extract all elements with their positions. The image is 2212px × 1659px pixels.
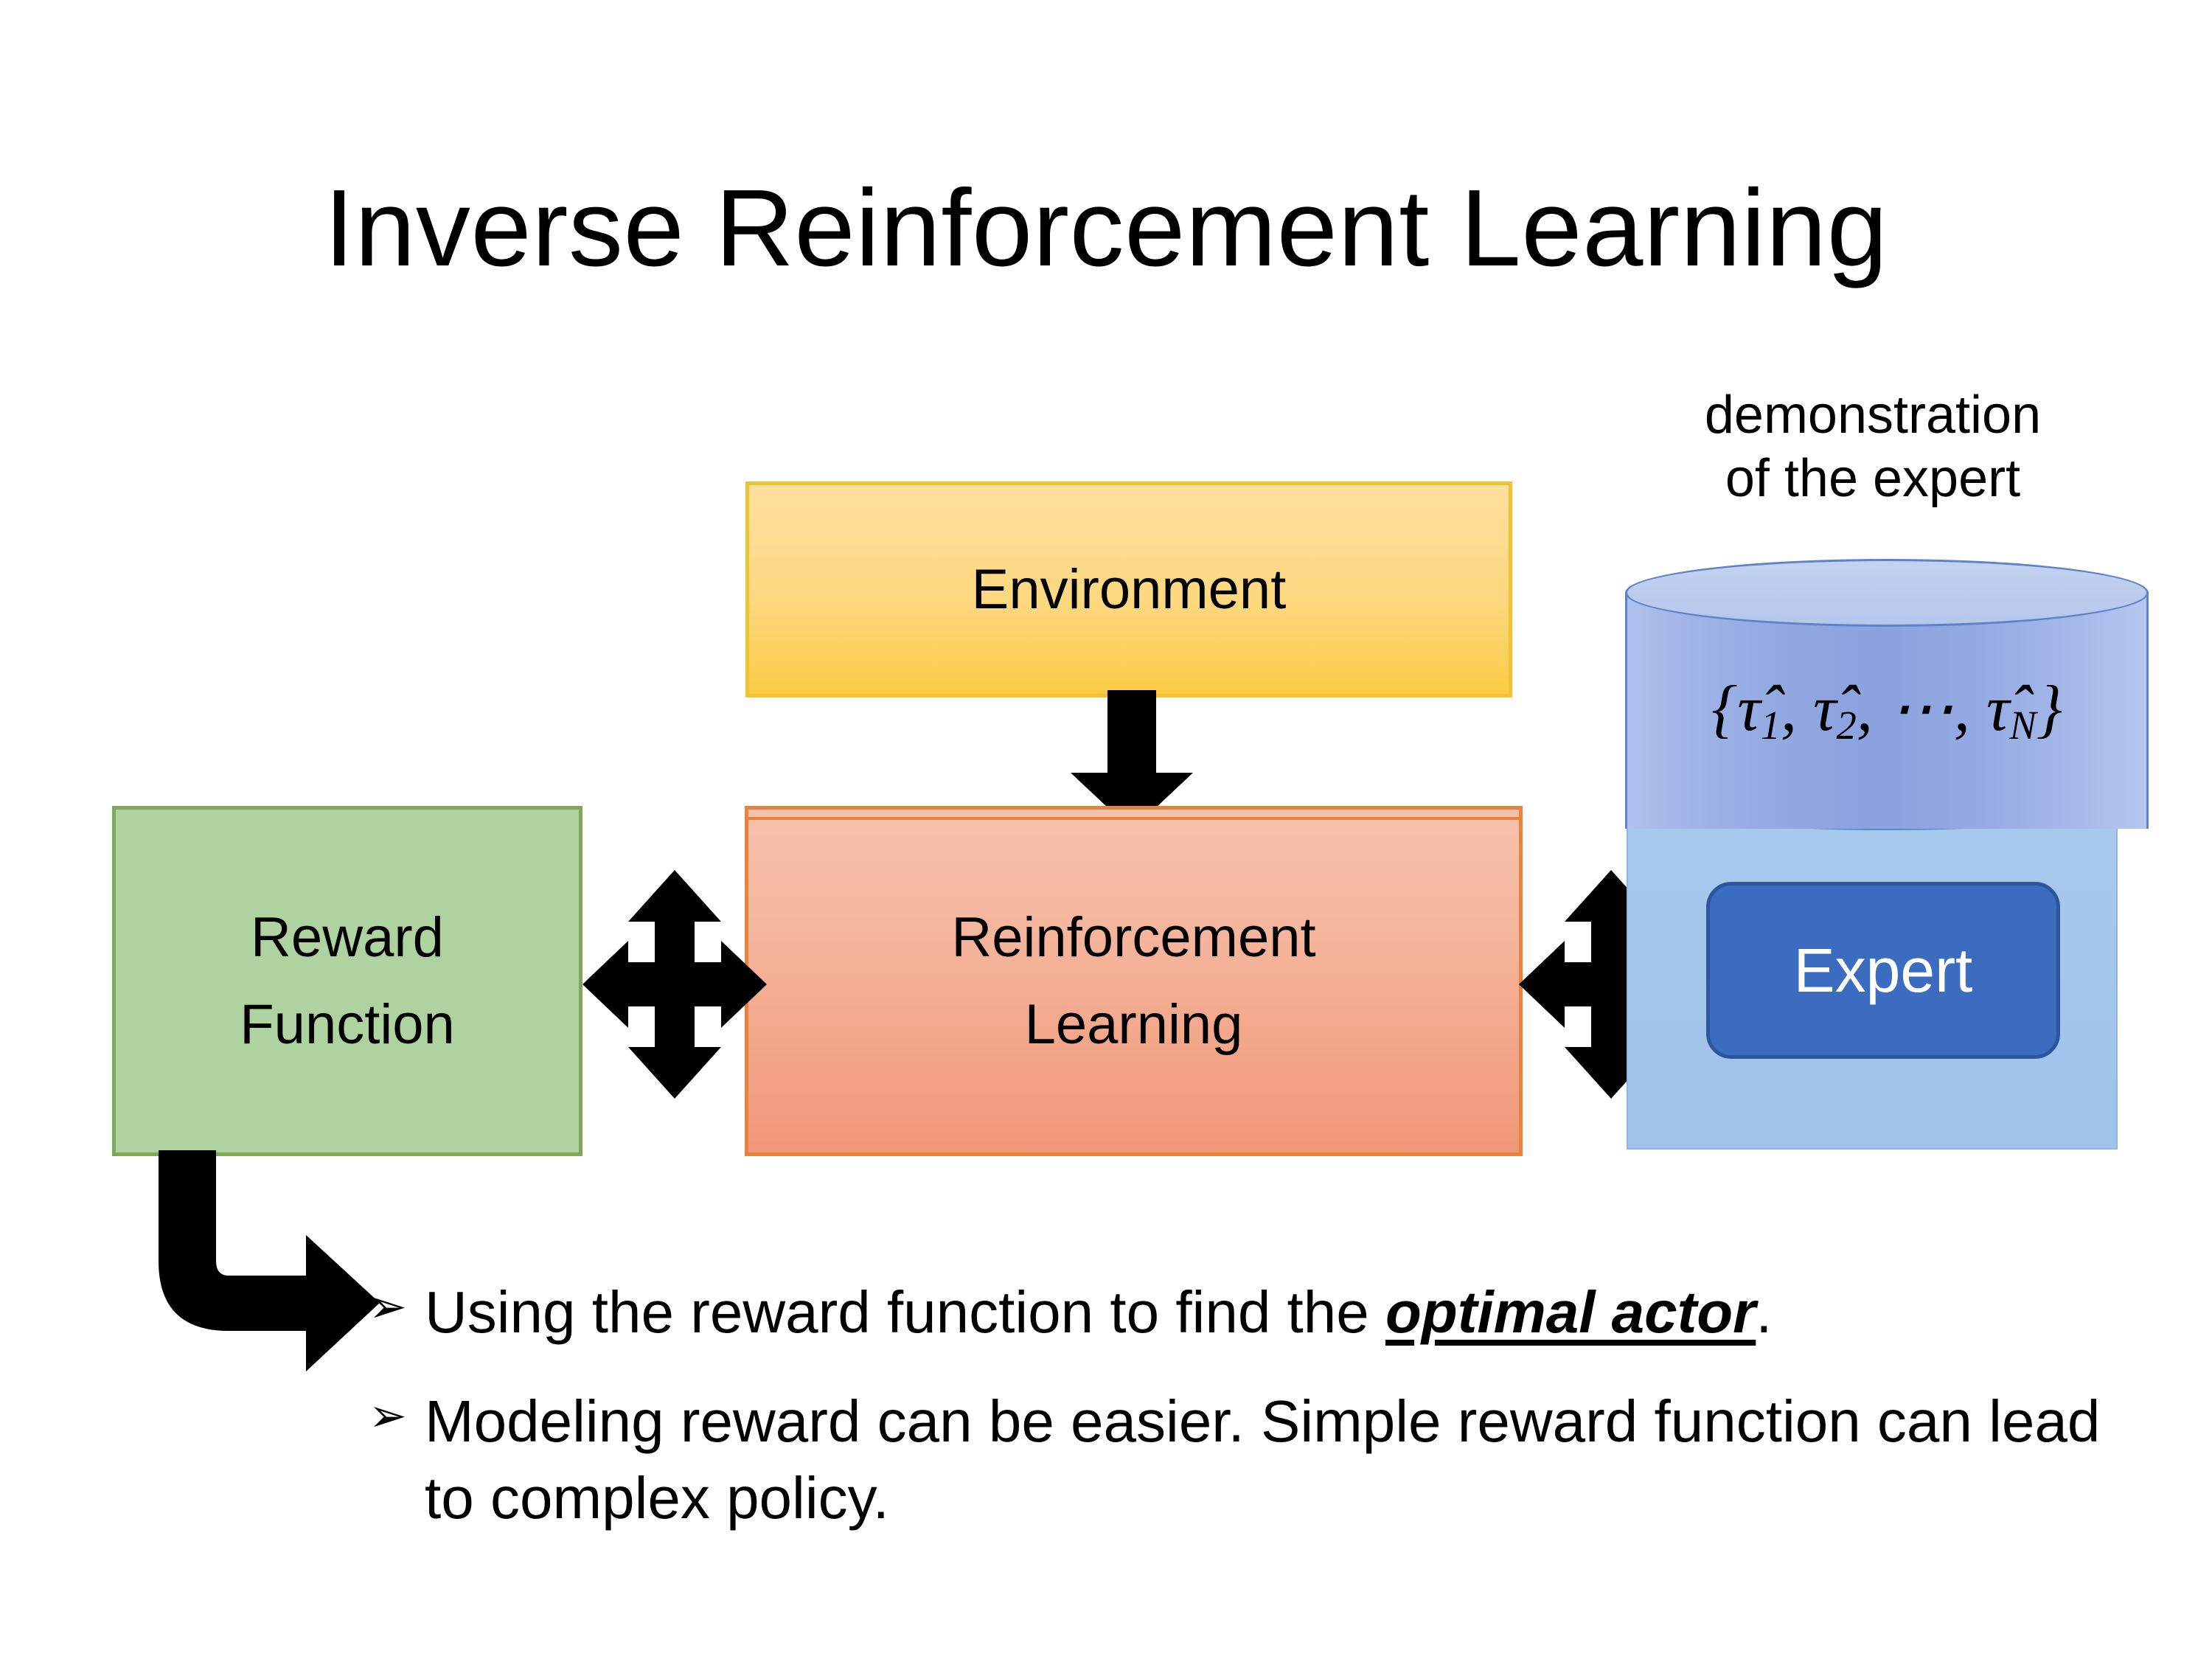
rl-label-line1: Reinforcement bbox=[951, 905, 1316, 969]
trajectory-set-label: {τ̂1, τ̂2, ⋯, τ̂N} bbox=[1625, 669, 2149, 748]
tau-n: τ̂ bbox=[1986, 673, 2010, 745]
bullet-list: ➢ Using the reward function to find the … bbox=[369, 1274, 2109, 1569]
cylinder-body bbox=[1625, 593, 2149, 829]
bullet-arrow-icon: ➢ bbox=[369, 1391, 407, 1441]
comma-3: , bbox=[1953, 673, 1986, 745]
demonstration-caption-line1: demonstration bbox=[1704, 386, 2042, 445]
reinforcement-learning-box[interactable]: Reinforcement Learning bbox=[745, 806, 1523, 1156]
bullet-suffix: . bbox=[1756, 1279, 1773, 1345]
comma-1: , bbox=[1781, 673, 1814, 745]
reward-label-line2: Function bbox=[240, 992, 455, 1056]
quad-arrow-reward-to-rl bbox=[582, 870, 767, 1099]
list-item: ➢ Modeling reward can be easier. Simple … bbox=[369, 1383, 2109, 1537]
ellipsis: ⋯ bbox=[1888, 673, 1954, 745]
comma-2: , bbox=[1856, 673, 1889, 745]
environment-box[interactable]: Environment bbox=[745, 481, 1512, 698]
bullet-arrow-icon: ➢ bbox=[369, 1281, 407, 1332]
bullet-emphasis: optimal actor bbox=[1385, 1279, 1756, 1345]
bullet-text: Using the reward function to find the op… bbox=[425, 1274, 2109, 1351]
expert-box[interactable]: Expert bbox=[1706, 882, 2060, 1059]
tau-n-subscript: N bbox=[2009, 703, 2037, 748]
reward-function-box[interactable]: Reward Function bbox=[112, 806, 582, 1156]
bullet-text: Modeling reward can be easier. Simple re… bbox=[425, 1383, 2109, 1537]
cylinder-top-ellipse bbox=[1625, 559, 2149, 627]
tau-1: τ̂ bbox=[1737, 673, 1761, 745]
demonstration-caption-line2: of the expert bbox=[1725, 449, 2021, 509]
demonstration-caption: demonstration of the expert bbox=[1607, 383, 2138, 511]
demonstration-cylinder: {τ̂1, τ̂2, ⋯, τ̂N} bbox=[1625, 559, 2149, 861]
bent-arrow-reward-to-bullets bbox=[159, 1150, 380, 1371]
tau-2: τ̂ bbox=[1813, 673, 1837, 745]
bullet-prefix: Modeling reward can be easier. Simple re… bbox=[425, 1388, 2101, 1531]
tau-2-subscript: 2 bbox=[1836, 703, 1857, 748]
reward-label-line1: Reward bbox=[251, 905, 444, 969]
open-brace: { bbox=[1711, 673, 1738, 745]
arrow-environment-to-rl bbox=[1071, 690, 1193, 830]
rl-label-line2: Learning bbox=[1024, 992, 1243, 1056]
close-brace: } bbox=[2036, 673, 2062, 745]
environment-label: Environment bbox=[971, 558, 1287, 621]
bullet-prefix: Using the reward function to find the bbox=[425, 1279, 1385, 1345]
tau-1-subscript: 1 bbox=[1760, 703, 1781, 748]
list-item: ➢ Using the reward function to find the … bbox=[369, 1274, 2109, 1351]
page-title: Inverse Reinforcement Learning bbox=[324, 167, 1888, 289]
expert-label: Expert bbox=[1793, 935, 1973, 1005]
